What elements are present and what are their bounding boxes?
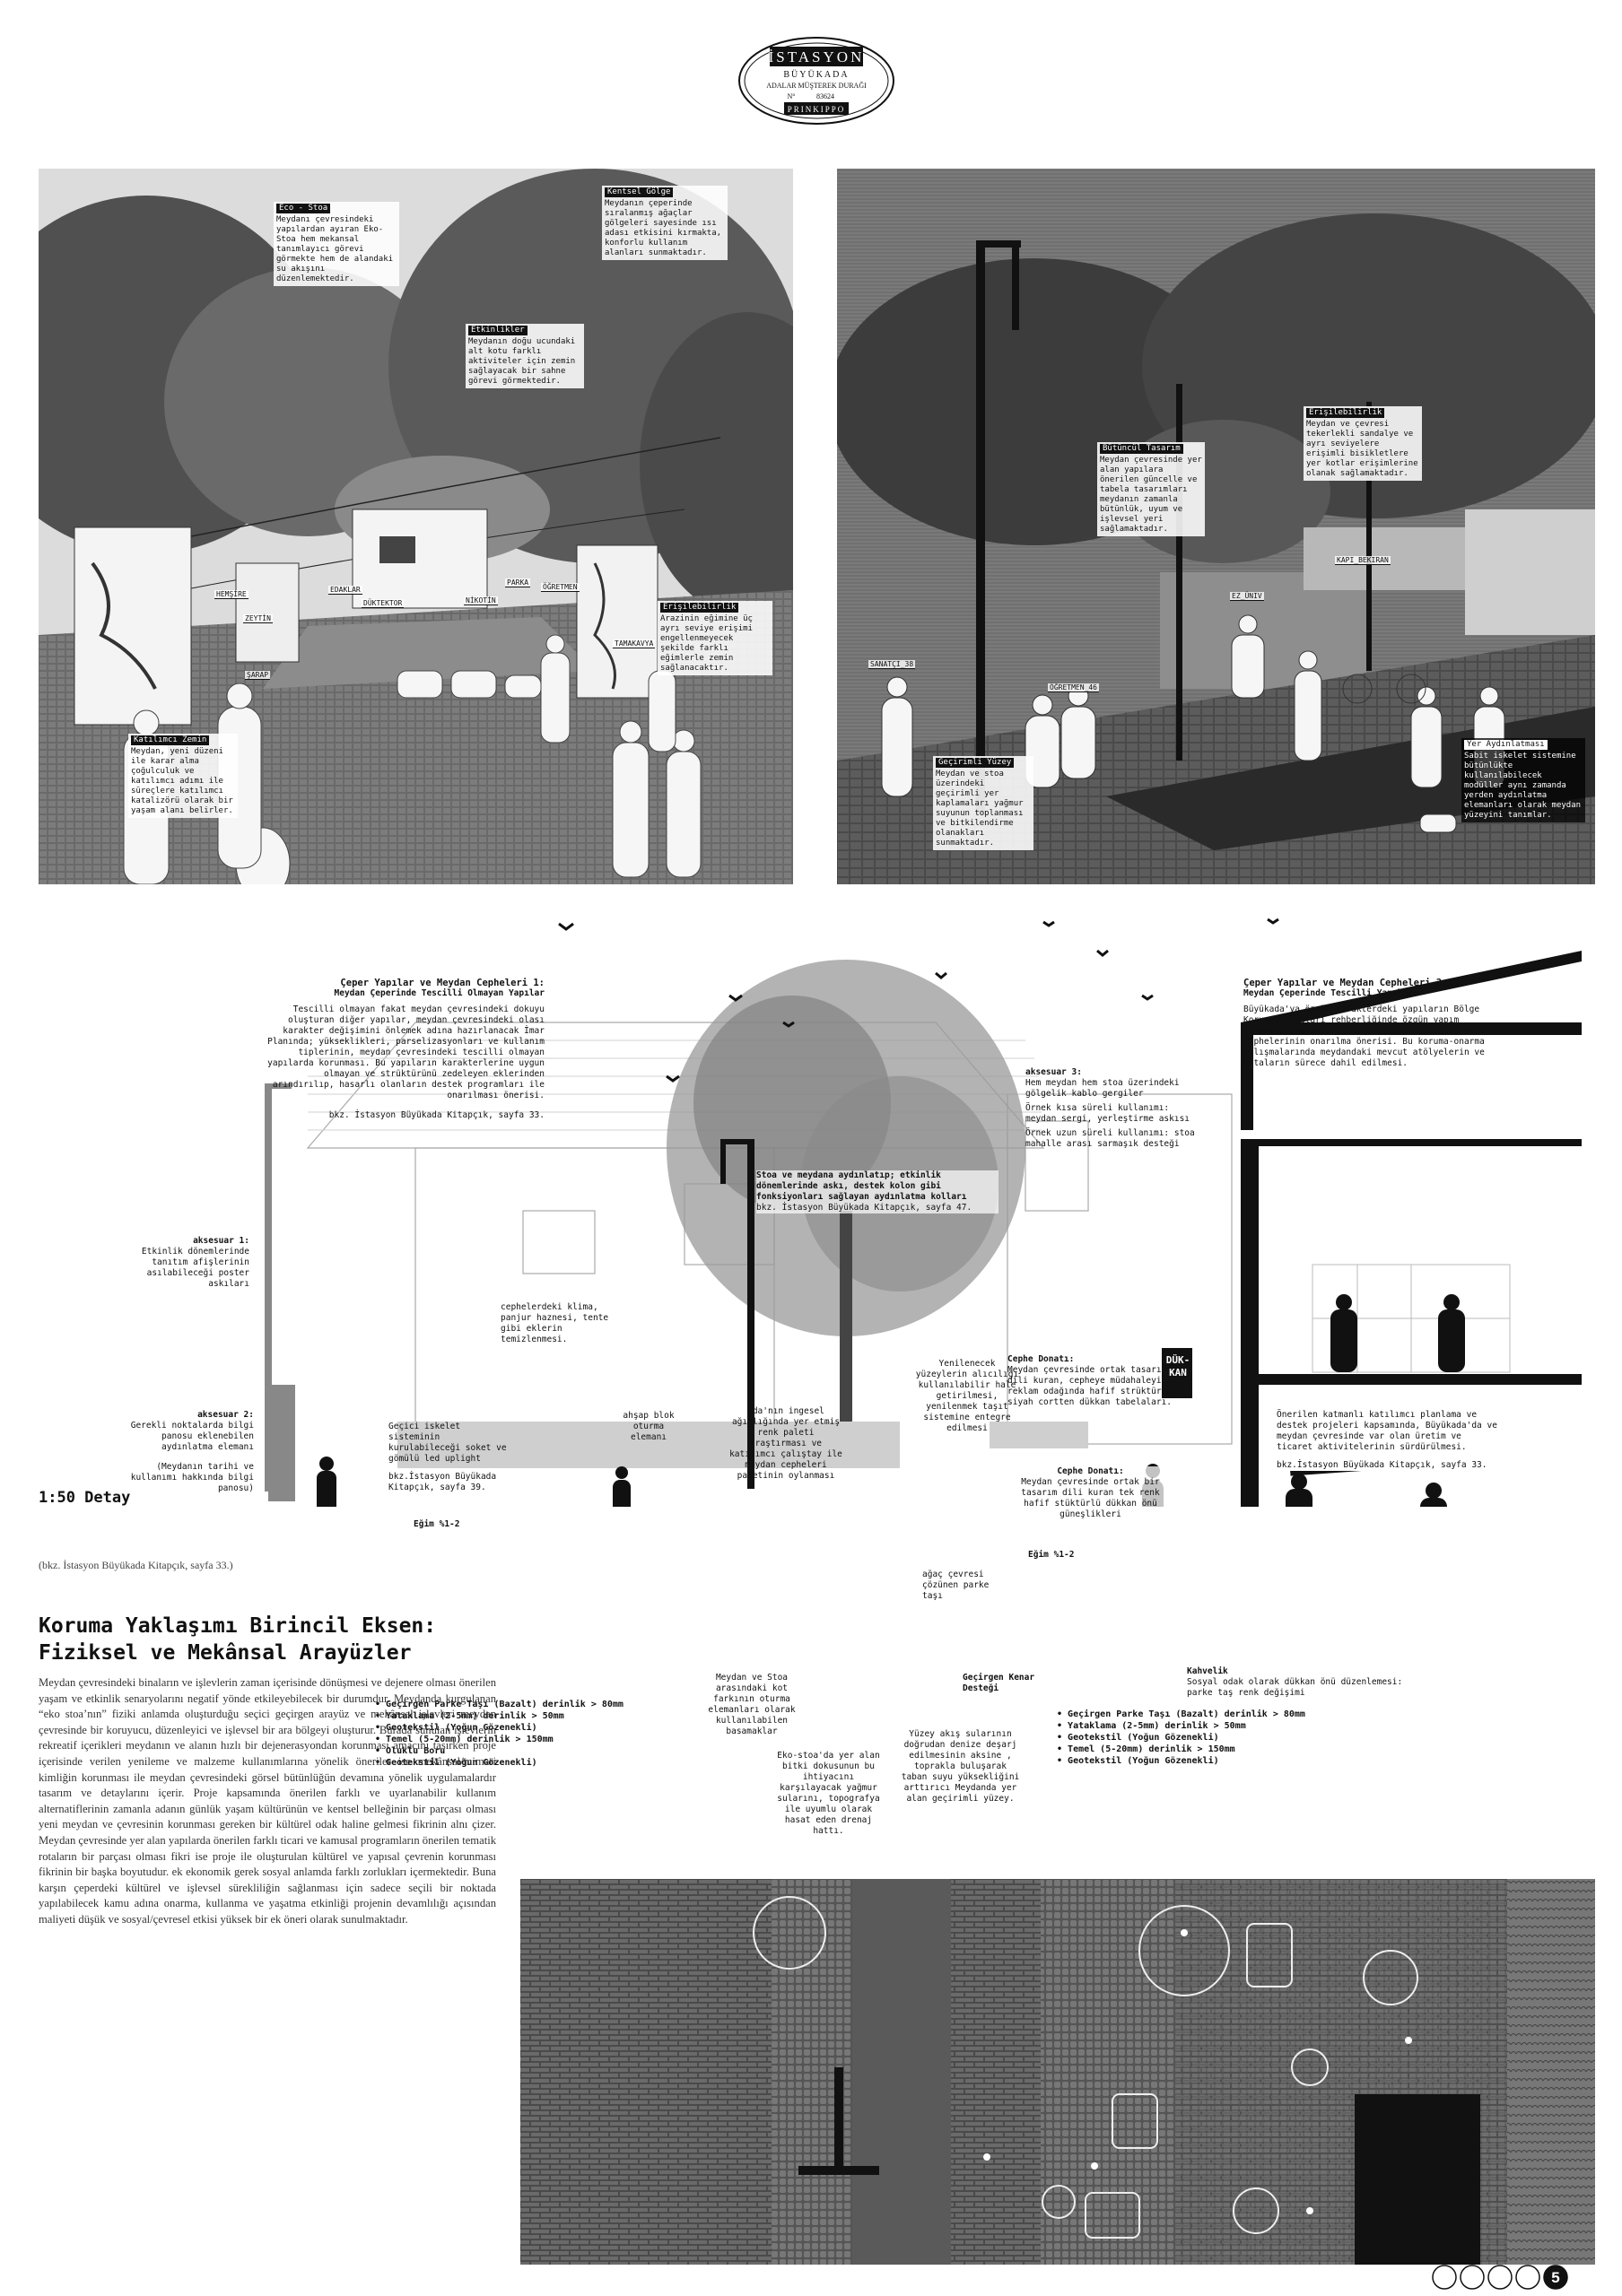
dukkan-sign: DÜK-KAN (1165, 1354, 1190, 1378)
note-yenilenme: Yenilenecek yüzeylerin alıcılığı kullanı… (915, 1359, 1019, 1433)
page-indicator: 5 (1432, 2265, 1568, 2290)
place-label: SANATÇI_38 (868, 660, 916, 669)
place-label: KAPI_BEKIRAN (1335, 556, 1391, 565)
note-kahvelik: Kahvelik Sosyal odak olarak dükkan önü d… (1187, 1666, 1403, 1698)
page-dot-current (1543, 2265, 1568, 2290)
place-label: DÜKTEKTOR (362, 599, 405, 608)
note-agac-cevresi: ağaç çevresi çözünen parke taşı (922, 1570, 990, 1601)
page-dot (1460, 2265, 1485, 2290)
place-label: NİKOTİN (464, 596, 498, 605)
note-eko-stoa-drenaj: Eko-stoa'da yer alan bitki dokusunun bu … (777, 1751, 880, 1836)
page-dot (1515, 2265, 1540, 2290)
logo-bottom: PRINKIPPO (788, 105, 846, 114)
note-gecirgen-kenar: Geçirgen Kenar Desteği (963, 1673, 1035, 1693)
place-label: ŞARAP (245, 671, 271, 680)
slope-label: Eğim %1-2 (1028, 1550, 1075, 1560)
logo-no: N° (788, 92, 796, 100)
note-cephe-donati-1: Cephe Donatı: Meydan çevresinde ortak ta… (1007, 1354, 1173, 1407)
place-label: ÖĞRETMEN (541, 583, 580, 592)
note-cepherde: cephelerdeki klima, panjur haznesi, tent… (501, 1302, 609, 1344)
place-label: PARKA (505, 578, 531, 587)
place-label: HEMŞİRE (214, 590, 249, 599)
istasyon-logo: İSTASYON BÜYÜKADA ADALAR MÜŞTEREK DURAĞI… (738, 37, 894, 125)
note-meydan-stoa: Meydan ve Stoa arasındaki kot farkının o… (708, 1673, 796, 1736)
note-aksesuar-2: aksesuar 2: Gerekli noktalarda bilgi pan… (130, 1410, 254, 1493)
page-number: 5 (1551, 2269, 1559, 2286)
place-label: EDAKLAR (328, 586, 362, 595)
place-label: ZEYTİN (243, 614, 273, 623)
note-gecici-iskelet: Geçici iskelet sisteminin kurulabileceği… (388, 1422, 507, 1492)
logo-title: İSTASYON (769, 48, 865, 65)
slope-label: Eğim %1-2 (414, 1519, 460, 1529)
place-label: ÖĞRETMEN_46 (1048, 683, 1099, 692)
note-ceper-2: Çeper Yapılar ve Meydan Cepheleri 2: Mey… (1243, 978, 1485, 1068)
note-cephe-donati-2: Cephe Donatı: Meydan çevresinde ortak bi… (1016, 1466, 1164, 1520)
logo-line1: ADALAR MÜŞTEREK DURAĞI (766, 81, 867, 90)
note-aksesuar-1: aksesuar 1: Etkinlik dönemlerinde tanıtı… (141, 1236, 249, 1289)
note-yuzey-akis: Yüzey akış sularının doğrudan denize deş… (901, 1729, 1020, 1804)
page-dot (1487, 2265, 1513, 2290)
layers-right-list: Geçirgen Parke Taşı (Bazalt) derinlik > … (1057, 1709, 1305, 1767)
section-title: Koruma Yaklaşımı Birincil Eksen: Fizikse… (39, 1614, 437, 1665)
scale-label: 1:50 Detay (39, 1489, 131, 1507)
place-label: TAMAKAVYA (613, 639, 656, 648)
reference-caption: (bkz. İstasyon Büyükada Kitapçık, sayfa … (39, 1559, 233, 1571)
section-linework (265, 918, 1582, 1507)
note-renk-paleti: Ada'nın ingesel ağırlığında yer etmiş re… (729, 1406, 842, 1481)
section-drawing: Çeper Yapılar ve Meydan Cepheleri 1: Mey… (39, 915, 1583, 1836)
body-paragraph: Meydan çevresindeki binaların ve işlevle… (39, 1676, 496, 1926)
plan-illustration (520, 1879, 1595, 2265)
note-ahsap: ahşap blok oturma elemanı (623, 1411, 675, 1442)
note-ceper-1: Çeper Yapılar ve Meydan Cepheleri 1: Mey… (267, 978, 545, 1120)
note-onerilen: Önerilen katmanlı katılımcı planlama ve … (1277, 1410, 1501, 1471)
note-aksesuar-3: aksesuar 3: Hem meydan hem stoa üzerinde… (1025, 1067, 1195, 1149)
plan-view (520, 1879, 1595, 2265)
page-dot (1432, 2265, 1457, 2290)
place-label: EZ_ÜNIV (1230, 592, 1264, 601)
logo-number: 83624 (816, 92, 834, 100)
note-stoa-aydinlatma: Stoa ve meydana aydınlatıp; etkinlik dön… (756, 1170, 998, 1213)
logo-subtitle: BÜYÜKADA (783, 69, 849, 80)
layers-left-list: Geçirgen Parke Taşı (Bazalt) derinlik > … (375, 1699, 624, 1769)
